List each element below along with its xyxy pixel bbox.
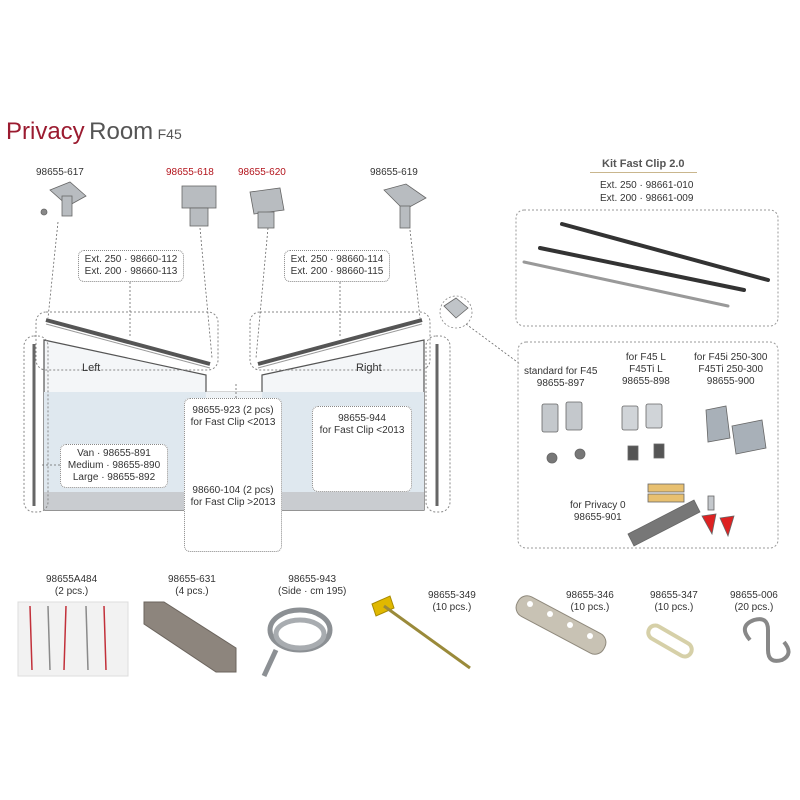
fast-clip-box: 98655-923 (2 pcs) for Fast Clip <2013 98… xyxy=(184,398,282,552)
top-part-620 xyxy=(249,187,285,229)
side-poles xyxy=(23,335,451,513)
adapter-f45l xyxy=(621,403,665,461)
panel-left-label: Left xyxy=(82,362,101,374)
rail-left-label: Ext. 250 · 98660-112 Ext. 200 · 98660-11… xyxy=(78,250,184,282)
peg-label: 98655-349 (10 pcs.) xyxy=(428,590,476,613)
adapter-f45i-label: for F45i 250-300 F45Ti 250-300 98655-900 xyxy=(694,352,768,387)
profile-image xyxy=(143,601,237,673)
band-label: 98655-347 (10 pcs.) xyxy=(650,590,698,613)
profile-label: 98655-631 (4 pcs.) xyxy=(168,574,216,597)
adapter-f45l-label: for F45 L F45Ti L 98655-898 xyxy=(622,352,670,387)
part-code-620: 98655-620 xyxy=(238,167,286,178)
curtain-image xyxy=(17,601,129,677)
rail-right-label: Ext. 250 · 98660-114 Ext. 200 · 98660-11… xyxy=(284,250,390,282)
curtain-label: 98655A484 (2 pcs.) xyxy=(46,574,98,597)
kit-ext-200: Ext. 200 · 98661-009 xyxy=(600,193,694,204)
peg-image xyxy=(371,595,471,670)
adapter-standard xyxy=(541,401,586,464)
panel-right-label: Right xyxy=(356,362,382,374)
kit-title: Kit Fast Clip 2.0 xyxy=(590,158,697,173)
adapter-privacy0-label: for Privacy 0 98655-901 xyxy=(570,500,626,523)
band-image xyxy=(646,623,694,659)
page-title: Privacy Room F45 xyxy=(6,118,182,145)
adapter-privacy0 xyxy=(627,483,735,547)
part-code-617: 98655-617 xyxy=(36,167,84,178)
hook-label: 98655-006 (20 pcs.) xyxy=(730,590,778,613)
leader-lines xyxy=(40,221,521,466)
part-code-618: 98655-618 xyxy=(166,167,214,178)
top-part-618 xyxy=(181,185,217,227)
kit-ext-250: Ext. 250 · 98661-010 xyxy=(600,180,694,191)
zip-image xyxy=(261,607,333,678)
roof-rails xyxy=(35,311,431,371)
part-code-619: 98655-619 xyxy=(370,167,418,178)
sizes-box: Van · 98655-891 Medium · 98655-890 Large… xyxy=(60,444,168,488)
fast-clip-part xyxy=(439,295,473,329)
kit-rails xyxy=(522,222,770,308)
adapter-f45i xyxy=(705,405,767,455)
rail-944-box: 98655-944 for Fast Clip <2013 xyxy=(312,406,412,492)
zip-label: 98655-943 (Side · cm 195) xyxy=(278,574,347,597)
top-part-617 xyxy=(40,181,87,217)
strap-label: 98655-346 (10 pcs.) xyxy=(566,590,614,613)
strap-image xyxy=(515,595,607,655)
adapter-standard-label: standard for F45 98655-897 xyxy=(524,366,598,389)
top-part-619 xyxy=(383,183,427,229)
hook-image xyxy=(742,617,791,663)
